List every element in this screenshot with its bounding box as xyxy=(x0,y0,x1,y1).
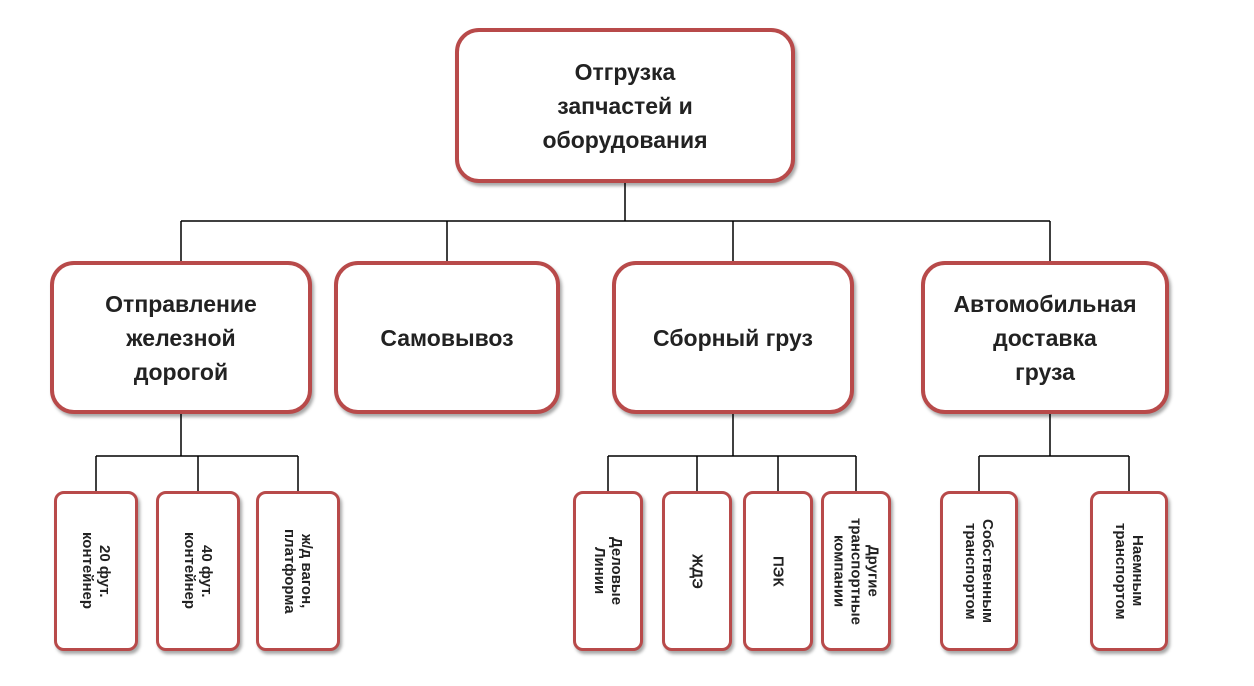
leaf-rail-wagon: ж/д вагон, платформа xyxy=(256,491,340,651)
leaf-hired-transport: Наемным транспортом xyxy=(1090,491,1168,651)
leaf-pek: ПЭК xyxy=(743,491,813,651)
leaf-zhde: ЖДЭ xyxy=(662,491,732,651)
category-auto: Автомобильная доставка груза xyxy=(921,261,1169,414)
category-label: Сборный груз xyxy=(653,324,813,351)
category-label: Отправление железной дорогой xyxy=(105,290,257,385)
leaf-label: Другие транспортные компании xyxy=(830,517,882,625)
leaf-label: ЖДЭ xyxy=(688,553,706,589)
leaf-label: 20 фут. контейнер xyxy=(79,532,113,610)
leaf-40ft-container: 40 фут. контейнер xyxy=(156,491,240,651)
leaf-label: Собственным транспортом xyxy=(962,518,996,624)
leaf-20ft-container: 20 фут. контейнер xyxy=(54,491,138,651)
leaf-other-companies: Другие транспортные компании xyxy=(821,491,891,651)
category-label: Автомобильная доставка груза xyxy=(953,290,1137,385)
root-node: Отгрузка запчастей и оборудования xyxy=(455,28,795,183)
category-label: Самовывоз xyxy=(380,324,514,351)
leaf-label: Наемным транспортом xyxy=(1112,522,1146,620)
category-consolidated: Сборный груз xyxy=(612,261,854,414)
root-label: Отгрузка запчастей и оборудования xyxy=(542,58,708,153)
leaf-label: ж/д вагон, платформа xyxy=(281,528,315,614)
leaf-label: 40 фут. контейнер xyxy=(181,532,215,610)
category-rail: Отправление железной дорогой xyxy=(50,261,312,414)
leaf-own-transport: Собственным транспортом xyxy=(940,491,1018,651)
leaf-label: Деловые Линии xyxy=(591,536,625,606)
leaf-delovye-linii: Деловые Линии xyxy=(573,491,643,651)
leaf-label: ПЭК xyxy=(769,555,787,587)
category-pickup: Самовывоз xyxy=(334,261,560,414)
